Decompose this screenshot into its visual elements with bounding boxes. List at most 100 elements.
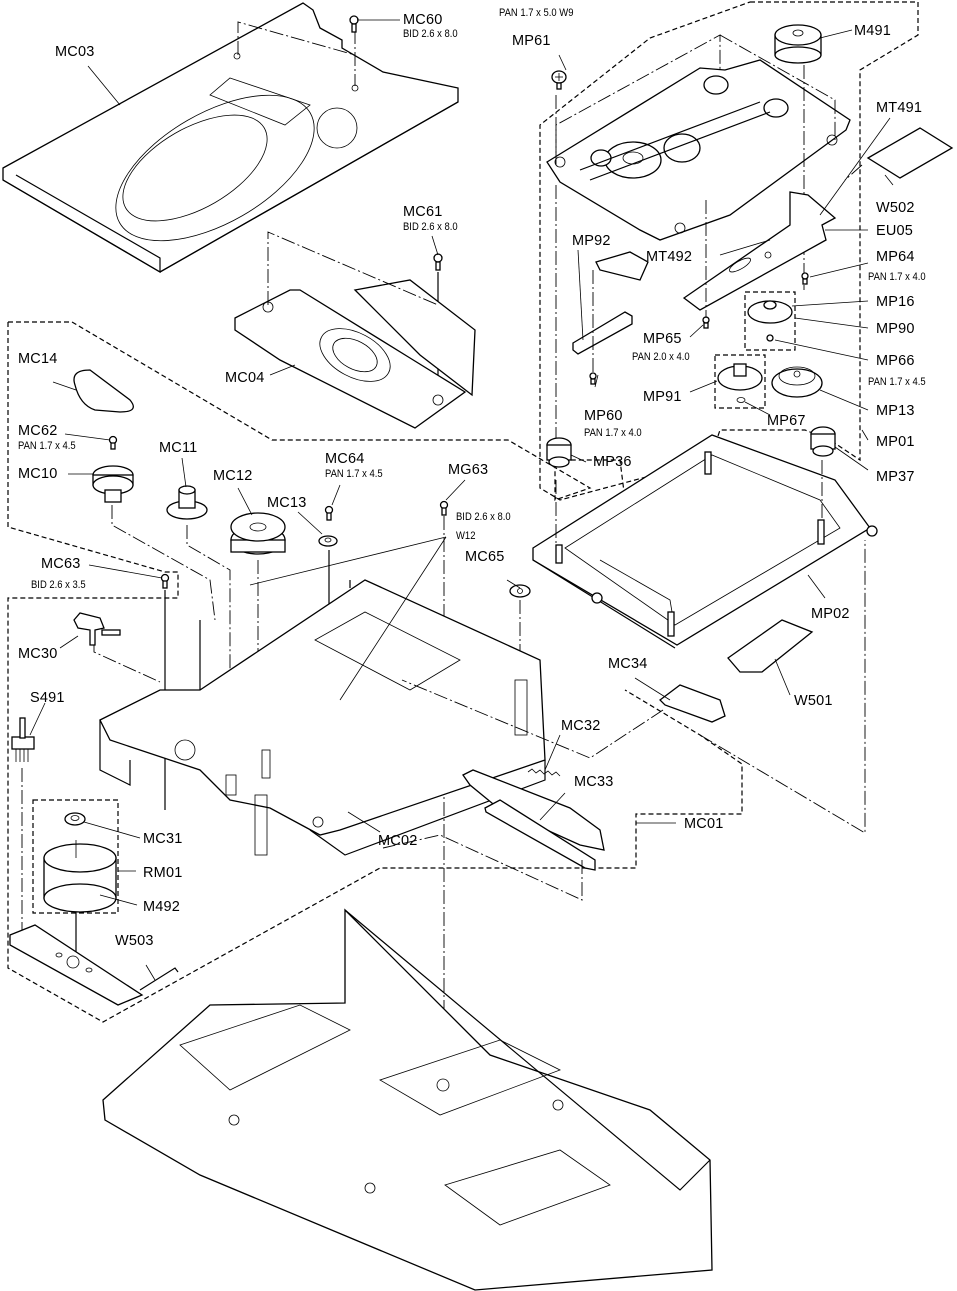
label-mp91: MP91 <box>643 389 682 405</box>
axis-line <box>111 505 216 621</box>
cable-w502 <box>866 127 954 179</box>
spec-mc62: PAN 1.7 x 4.5 <box>18 440 76 452</box>
label-mp13: MP13 <box>876 403 915 419</box>
label-mc11: MC11 <box>159 440 198 456</box>
cable-w501 <box>727 619 814 673</box>
clamper-holder-mc04 <box>234 279 476 429</box>
group-boundaries <box>7 1 919 1023</box>
gear-mp16 <box>747 300 793 324</box>
gear-mp13 <box>771 366 823 398</box>
gear-mp91 <box>717 363 763 403</box>
axis-line <box>382 834 583 901</box>
screw-mp66 <box>766 334 774 342</box>
spec-mc60: BID 2.6 x 8.0 <box>403 28 458 40</box>
label-mt492: MT492 <box>646 249 693 265</box>
spec-mp61: PAN 1.7 x 5.0 W9 <box>499 7 574 19</box>
spec-mp64: PAN 1.7 x 4.0 <box>868 271 926 283</box>
screw-mc62 <box>108 435 118 450</box>
motor-pcb <box>9 924 179 1006</box>
axis-line <box>186 525 231 760</box>
label-w501: W501 <box>794 693 833 709</box>
label-mc33: MC33 <box>574 774 614 790</box>
axis-line <box>555 34 721 165</box>
frame-mp02 <box>532 434 878 649</box>
leader-lines <box>29 19 894 981</box>
spec-mp60: PAN 1.7 x 4.0 <box>584 427 642 439</box>
screw-mc60 <box>349 15 359 33</box>
label-w502: W502 <box>876 200 915 216</box>
flat-cable <box>595 251 649 281</box>
spec-mc61: BID 2.6 x 8.0 <box>403 221 458 233</box>
screw-mp60 <box>589 372 597 385</box>
label-mc34: MC34 <box>608 656 648 672</box>
axis-line <box>93 640 161 683</box>
spec-mp65: PAN 2.0 x 4.0 <box>632 351 690 363</box>
spec-mg63-washer: W12 <box>456 530 476 542</box>
label-mp01: MP01 <box>876 434 915 450</box>
label-mp64: MP64 <box>876 249 915 265</box>
gear-mc12 <box>230 512 286 555</box>
tray-mc03 <box>2 2 459 274</box>
label-mc62: MC62 <box>18 423 58 439</box>
label-mc63: MC63 <box>41 556 81 572</box>
spec-mc63: BID 2.6 x 3.5 <box>31 579 86 591</box>
axis-line <box>599 559 673 613</box>
axis-line <box>699 540 866 834</box>
label-mp90: MP90 <box>876 321 915 337</box>
screw-mp64 <box>801 272 809 285</box>
axis-line <box>401 679 664 759</box>
bottom-plate <box>102 908 713 1291</box>
label-rm01: RM01 <box>143 865 183 881</box>
screw-mp61 <box>551 70 567 90</box>
label-m491: M491 <box>854 23 892 39</box>
label-mp61: MP61 <box>512 33 551 49</box>
mc01-group-boundary <box>7 322 743 1023</box>
label-mc31: MC31 <box>143 831 183 847</box>
label-mp92: MP92 <box>572 233 611 249</box>
traverse-mechanism <box>546 59 851 241</box>
label-mc14: MC14 <box>18 351 58 367</box>
damper-mp37 <box>810 426 836 457</box>
chassis-mc02 <box>99 579 546 856</box>
label-mg63: MG63 <box>448 462 489 478</box>
label-mc01: MC01 <box>684 816 724 832</box>
gear-mc11 <box>166 485 208 520</box>
pulley-mc10 <box>92 465 134 503</box>
screw-mp65 <box>702 316 710 329</box>
label-mc61: MC61 <box>403 204 443 220</box>
screw-mc63 <box>160 573 170 589</box>
mc-gear-group-boundary <box>8 321 626 501</box>
label-mc64: MC64 <box>325 451 365 467</box>
label-mc10: MC10 <box>18 466 58 482</box>
axis-line <box>719 34 836 140</box>
label-w503: W503 <box>115 933 154 949</box>
pcb-eu05 <box>682 191 837 311</box>
axis-line <box>237 21 356 56</box>
spec-mp66: PAN 1.7 x 4.5 <box>868 376 926 388</box>
mp90-group-boundary <box>744 291 796 351</box>
label-s491: S491 <box>30 690 65 706</box>
sensor-mp92 <box>572 311 633 355</box>
label-mc32: MC32 <box>561 718 601 734</box>
belt-mc14 <box>73 369 134 413</box>
mp01-group-boundary <box>539 1 919 501</box>
motor-m492 <box>43 840 117 913</box>
screw-mg63 <box>439 500 449 516</box>
spring-mc32 <box>527 768 561 777</box>
label-mc02: MC02 <box>378 833 418 849</box>
gear-mc13 <box>318 535 338 547</box>
screw-mc61 <box>433 253 443 271</box>
label-mc03: MC03 <box>55 44 95 60</box>
label-mc65: MC65 <box>465 549 505 565</box>
damper-mp36 <box>546 437 572 468</box>
axis-line <box>267 231 439 306</box>
label-mc13: MC13 <box>267 495 307 511</box>
label-mc04: MC04 <box>225 370 265 386</box>
label-mp65: MP65 <box>643 331 682 347</box>
spec-mg63: BID 2.6 x 8.0 <box>456 511 511 523</box>
label-mp16: MP16 <box>876 294 915 310</box>
label-mp60: MP60 <box>584 408 623 424</box>
holder-mc34 <box>659 684 726 723</box>
switch-s491 <box>11 717 35 762</box>
